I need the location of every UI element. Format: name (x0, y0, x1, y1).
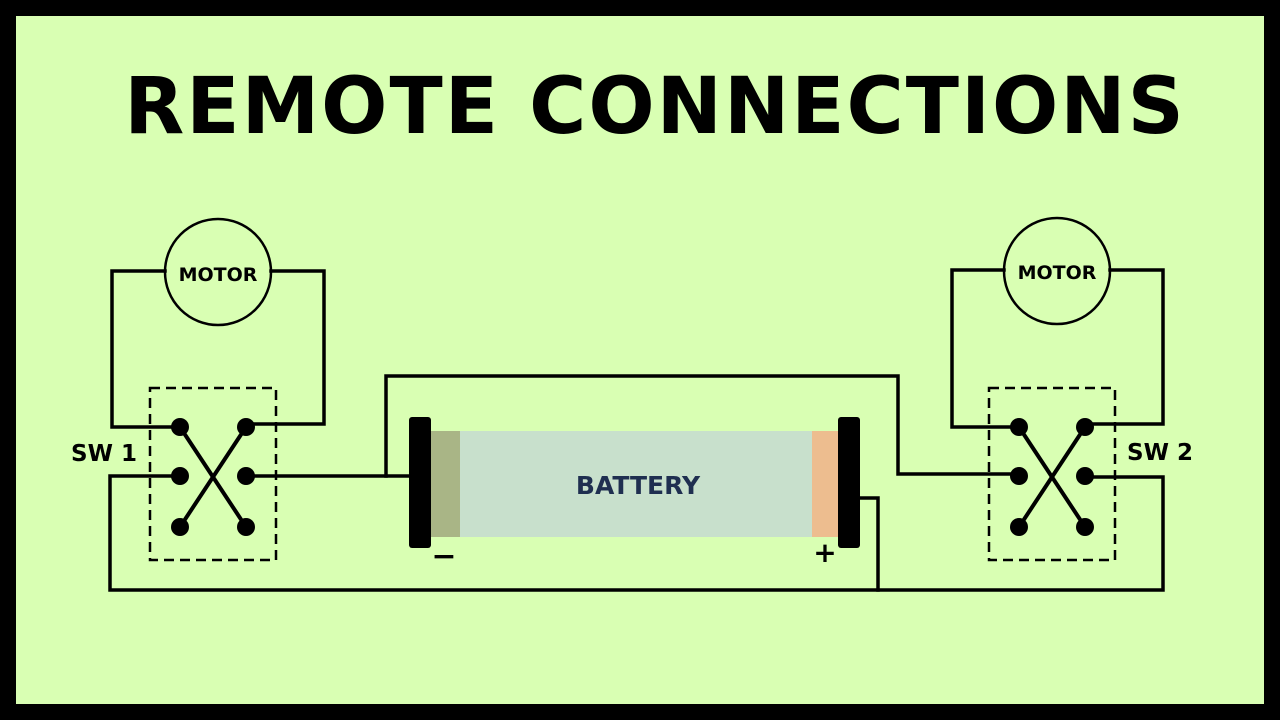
switch-right-terminal (1010, 418, 1028, 436)
switch-left-terminal (171, 518, 189, 536)
switch-right-label: SW 2 (1127, 440, 1193, 466)
switch-right-terminal (1076, 518, 1094, 536)
wire-motor-right-b (1083, 268, 1165, 426)
motor-left-label: MOTOR (179, 264, 258, 286)
switch-left-label: SW 1 (71, 441, 137, 467)
switch-left-terminal (237, 518, 255, 536)
switch-left: SW 1 (71, 386, 278, 562)
page-title: REMOTE CONNECTIONS (124, 62, 1186, 152)
motor-right-label: MOTOR (1018, 262, 1097, 284)
battery-negative-terminal (409, 417, 431, 548)
switch-right-terminal (1010, 467, 1028, 485)
switch-left-box (148, 386, 278, 562)
wire-bottom-loop (108, 474, 1165, 592)
switch-right: SW 2 (987, 386, 1193, 562)
battery-positive-terminal (838, 417, 860, 548)
battery-negative-band (430, 431, 460, 537)
switch-right-terminal (1076, 418, 1094, 436)
switch-left-terminal (171, 418, 189, 436)
switch-left-cross-b (178, 425, 248, 529)
battery-positive-band (812, 431, 840, 537)
wire-motor-left-b (244, 269, 326, 426)
battery-positive-symbol: + (813, 536, 836, 569)
switch-left-terminal (237, 418, 255, 436)
switch-right-box (987, 386, 1117, 562)
battery-label: BATTERY (576, 471, 701, 500)
battery: BATTERY − + (409, 417, 860, 574)
battery-body (430, 431, 812, 537)
wire-positive-to-bottom (856, 496, 880, 592)
wire-motor-right-a (950, 268, 1021, 429)
switch-right-terminal (1010, 518, 1028, 536)
wire-top-loop (384, 374, 1021, 478)
switch-right-cross-b (1017, 425, 1087, 529)
wire-motor-left-a (110, 269, 182, 429)
battery-negative-symbol: − (431, 539, 456, 574)
